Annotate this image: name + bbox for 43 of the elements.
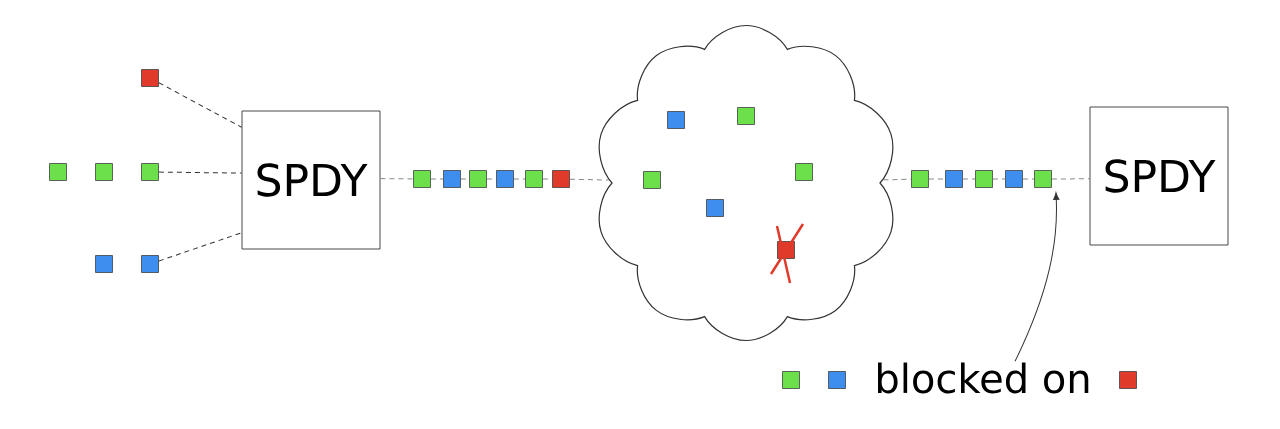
- connector-line: [158, 232, 243, 262]
- annotation-text: blocked on: [878, 362, 1089, 394]
- connector-line: [928, 178, 946, 180]
- packet-square: [552, 170, 570, 188]
- connector-line: [379, 178, 414, 180]
- packet-square: [1034, 170, 1052, 188]
- protocol-box: SPDY: [1089, 106, 1229, 246]
- connector-line: [962, 178, 976, 180]
- legend-square: [828, 371, 846, 389]
- packet-square: [525, 170, 543, 188]
- connector-line: [992, 178, 1006, 180]
- packet-square: [141, 69, 159, 87]
- packet-square: [706, 199, 724, 217]
- connector-line: [158, 82, 243, 128]
- packet-square: [443, 170, 461, 188]
- connector-line: [1022, 178, 1035, 180]
- connector-line: [513, 178, 526, 180]
- connector-line: [1051, 178, 1091, 180]
- packet-square: [737, 107, 755, 125]
- packet-square: [469, 170, 487, 188]
- packet-square: [975, 170, 993, 188]
- packet-square: [141, 163, 159, 181]
- connector-line: [158, 171, 243, 174]
- packet-square: [95, 163, 113, 181]
- connector-line: [882, 178, 912, 181]
- packet-square: [95, 255, 113, 273]
- protocol-box: SPDY: [241, 110, 381, 250]
- crossed-out-packet: [769, 222, 805, 285]
- packet-square: [1005, 170, 1023, 188]
- packet-square: [141, 255, 159, 273]
- packet-square: [643, 171, 661, 189]
- packet-square: [795, 163, 813, 181]
- packet-square: [667, 111, 685, 129]
- legend-square: [782, 371, 800, 389]
- packet-square: [413, 170, 431, 188]
- network-cloud: [598, 24, 894, 342]
- connector-line: [430, 178, 444, 180]
- legend-square: [1119, 371, 1137, 389]
- packet-square: [911, 170, 929, 188]
- packet-square: [49, 163, 67, 181]
- arrow: [1014, 192, 1060, 362]
- packet-square: [945, 170, 963, 188]
- packet-square: [496, 170, 514, 188]
